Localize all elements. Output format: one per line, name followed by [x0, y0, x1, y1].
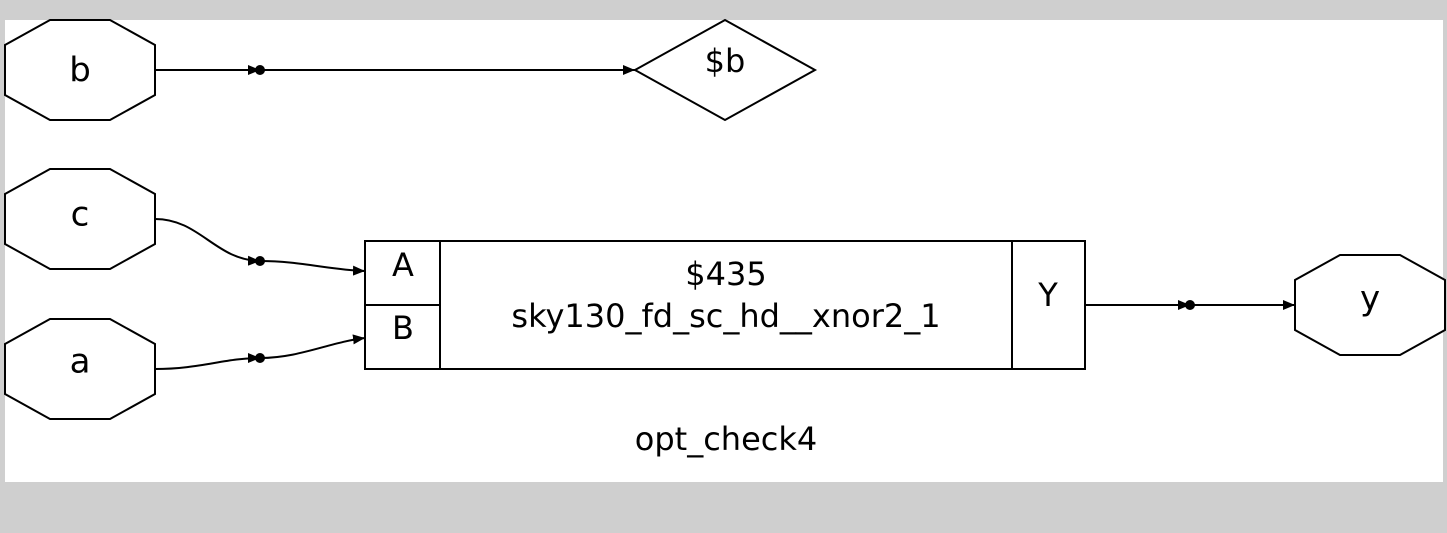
port-a: a — [4, 318, 156, 420]
port-c-label: c — [71, 195, 90, 235]
cell-pin-a: A — [392, 246, 414, 284]
port-b: b — [4, 19, 156, 121]
edge-b-to-wire — [155, 65, 635, 75]
port-y: y — [1294, 254, 1446, 356]
port-b-label: b — [69, 51, 91, 91]
cell-pin-b: B — [392, 309, 414, 347]
edge-a-to-pin-b — [154, 334, 366, 370]
port-a-label: a — [70, 342, 91, 382]
port-y-label: y — [1360, 279, 1380, 319]
cell-type: sky130_fd_sc_hd__xnor2_1 — [511, 297, 940, 335]
cell-id: $435 — [685, 255, 766, 293]
cell-xnor2: A B Y $435 sky130_fd_sc_hd__xnor2_1 — [364, 240, 1086, 370]
edge-pin-y-to-y — [1085, 300, 1295, 310]
cell-pin-y: Y — [1037, 276, 1058, 314]
diagram-caption: opt_check4 — [635, 420, 817, 458]
port-c: c — [4, 168, 156, 270]
wire-label-b: $b — [632, 18, 818, 122]
wire-label-b-text: $b — [705, 42, 746, 80]
edge-c-to-pin-a — [154, 218, 366, 276]
